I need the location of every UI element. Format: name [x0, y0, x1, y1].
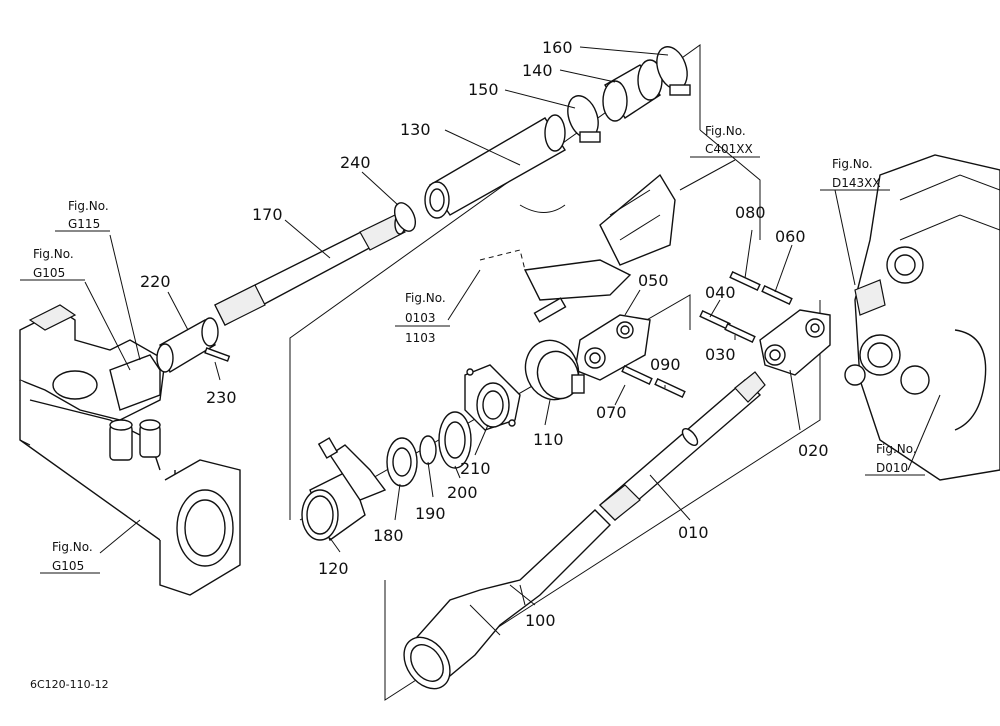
svg-text:1103: 1103 — [405, 331, 436, 345]
fig-ref-0103-1103: Fig.No. 0103 1103 — [395, 291, 450, 345]
label-060: 060 — [775, 227, 806, 246]
part-170-shaft — [214, 213, 406, 326]
part-190-snapring — [419, 435, 437, 465]
label-070: 070 — [596, 403, 627, 422]
label-010: 010 — [678, 523, 709, 542]
part-100-boot — [403, 509, 611, 690]
part-200-bearing — [438, 411, 472, 469]
label-240: 240 — [340, 153, 371, 172]
part-020-ujoint — [759, 309, 831, 376]
part-140-boot — [602, 59, 663, 122]
label-230: 230 — [206, 388, 237, 407]
part-090-pin — [654, 378, 686, 398]
part-130-tube — [424, 114, 566, 219]
leader-lines — [84, 46, 941, 606]
label-040: 040 — [705, 283, 736, 302]
part-040-pin — [699, 310, 731, 330]
steering-gearbox — [844, 154, 1000, 481]
label-090: 090 — [650, 355, 681, 374]
label-220: 220 — [140, 272, 171, 291]
part-160-clamp — [656, 46, 691, 96]
label-180: 180 — [373, 526, 404, 545]
label-200: 200 — [447, 483, 478, 502]
part-220-sleeve — [156, 317, 219, 374]
label-080: 080 — [735, 203, 766, 222]
svg-text:Fig.No.: Fig.No. — [876, 442, 917, 456]
fig-ref-c401xx: Fig.No. C401XX — [690, 124, 760, 158]
label-190: 190 — [415, 504, 446, 523]
part-080-pin — [729, 271, 761, 291]
svg-text:0103: 0103 — [405, 311, 436, 325]
part-150-clamp — [567, 95, 601, 143]
bracket-c401 — [479, 173, 676, 323]
svg-text:Fig.No.: Fig.No. — [705, 124, 746, 138]
svg-text:G115: G115 — [68, 217, 100, 231]
label-120: 120 — [318, 559, 349, 578]
label-210: 210 — [460, 459, 491, 478]
svg-text:G105: G105 — [52, 559, 84, 573]
drawing-code: 6C120-110-12 — [30, 678, 109, 691]
fig-ref-g105-top: Fig.No. G105 — [20, 247, 85, 281]
fig-ref-g105-bottom: Fig.No. G105 — [40, 540, 100, 574]
part-230-pin — [204, 347, 231, 362]
svg-text:D143XX: D143XX — [832, 176, 881, 190]
part-210-flange — [464, 364, 521, 431]
assembly-frame-upper — [289, 44, 761, 520]
label-110: 110 — [533, 430, 564, 449]
part-180-bearing — [386, 437, 418, 487]
part-240-oring — [393, 202, 417, 232]
fig-ref-d010: Fig.No. D010 — [865, 442, 925, 476]
label-130: 130 — [400, 120, 431, 139]
part-120-sleeve — [301, 437, 387, 542]
svg-text:Fig.No.: Fig.No. — [52, 540, 93, 554]
label-030: 030 — [705, 345, 736, 364]
label-020: 020 — [798, 441, 829, 460]
part-060-pin — [761, 285, 793, 305]
fig-ref-g115: Fig.No. G115 — [55, 199, 110, 232]
svg-text:Fig.No.: Fig.No. — [832, 157, 873, 171]
svg-text:Fig.No.: Fig.No. — [68, 199, 109, 213]
svg-text:C401XX: C401XX — [705, 142, 753, 156]
label-170: 170 — [252, 205, 283, 224]
svg-text:D010: D010 — [876, 461, 908, 475]
svg-text:Fig.No.: Fig.No. — [405, 291, 446, 305]
label-050: 050 — [638, 271, 669, 290]
part-030-pin — [724, 323, 756, 343]
svg-text:G105: G105 — [33, 266, 65, 280]
steering-housing — [19, 304, 241, 596]
label-160: 160 — [542, 38, 573, 57]
part-050-ujoint — [574, 314, 651, 381]
fig-ref-d143xx: Fig.No. D143XX — [820, 157, 890, 191]
label-140: 140 — [522, 61, 553, 80]
part-110-ring — [524, 339, 585, 401]
svg-text:Fig.No.: Fig.No. — [33, 247, 74, 261]
part-070-pin — [621, 365, 653, 385]
label-150: 150 — [468, 80, 499, 99]
label-100: 100 — [525, 611, 556, 630]
part-010-shaft — [598, 371, 766, 521]
